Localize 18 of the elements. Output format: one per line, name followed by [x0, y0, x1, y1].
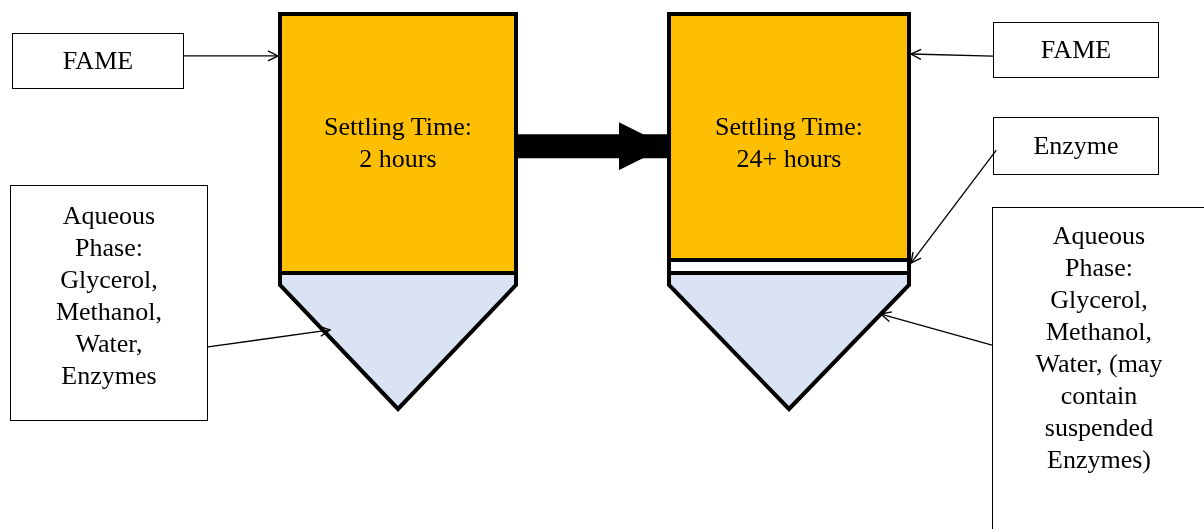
settling-time-label: Settling Time: 2 hours — [322, 111, 474, 175]
callout-text: Aqueous Phase: Glycerol, Methanol, Water, (may contain suspended Enzymes) — [1034, 220, 1164, 476]
callout-text: FAME — [61, 45, 135, 77]
callout-text: FAME — [1039, 34, 1113, 66]
callout-box — [10, 185, 208, 421]
leader-line — [880, 311, 993, 346]
callout-box — [993, 22, 1159, 78]
leader-line — [207, 325, 331, 348]
callout-text: Enzyme — [1032, 130, 1120, 162]
leader-line — [910, 48, 994, 60]
callout-text: Aqueous Phase: Glycerol, Methanol, Water, Enzymes — [54, 200, 164, 392]
leader-line — [183, 50, 279, 62]
leader-line — [910, 149, 997, 264]
callout-box — [992, 207, 1204, 529]
callout-box — [12, 33, 184, 89]
arrow — [518, 122, 667, 171]
settling-time-label: Settling Time: 24+ hours — [713, 111, 865, 175]
callout-box — [993, 117, 1159, 175]
